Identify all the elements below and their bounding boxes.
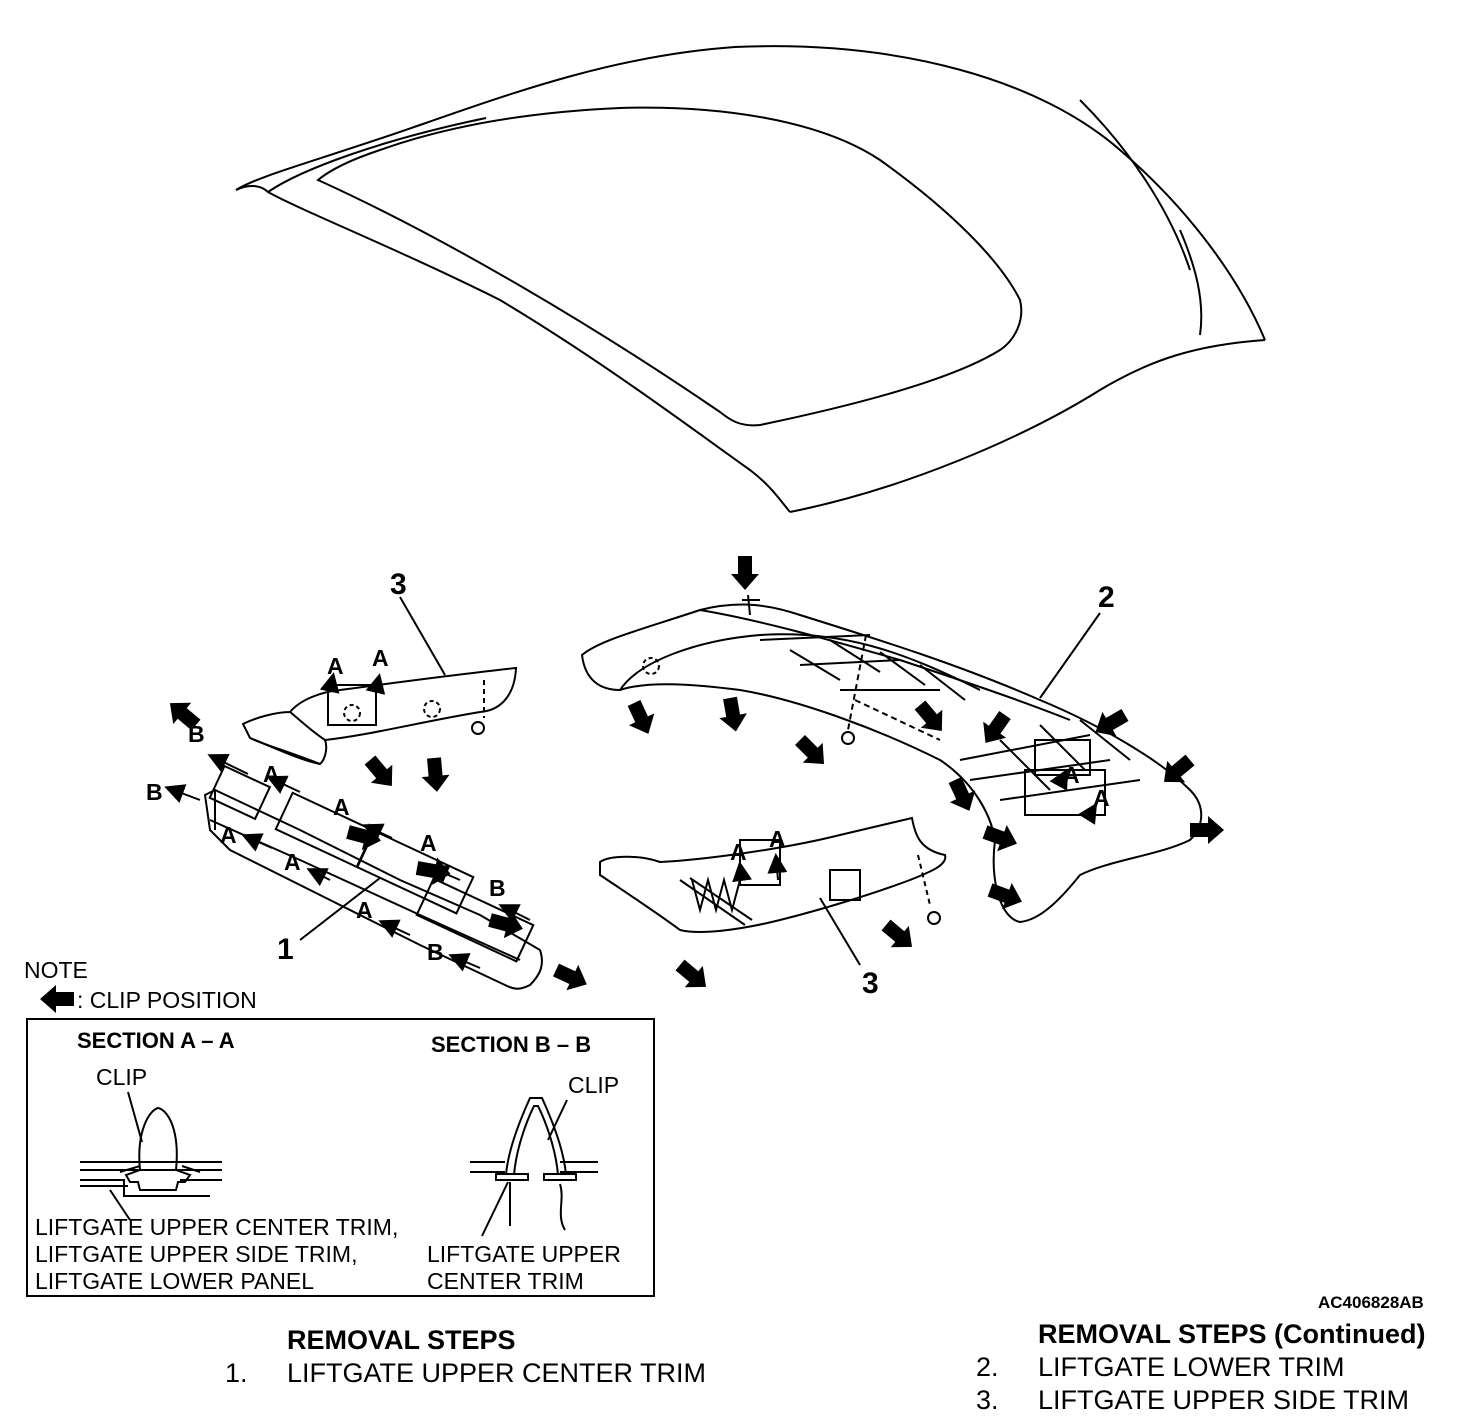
letter-a: A — [327, 653, 344, 679]
clip-aa-drawing — [80, 1091, 222, 1221]
step-number: 3. — [976, 1385, 999, 1415]
note-legend: : CLIP POSITION — [77, 987, 257, 1013]
removal-steps-title: REMOVAL STEPS — [287, 1325, 516, 1355]
section-aa-line-2: LIFTGATE UPPER SIDE TRIM, — [35, 1241, 357, 1267]
section-aa-line-3: LIFTGATE LOWER PANEL — [35, 1268, 314, 1294]
section-box: SECTION A – A CLIP LIFTGATE UPPER CENTER… — [26, 1018, 655, 1297]
lower-trim — [580, 594, 1203, 924]
callout-3: 3 — [390, 568, 407, 601]
removal-step: 1. LIFTGATE UPPER CENTER TRIM — [225, 1357, 706, 1390]
letter-a: A — [356, 897, 373, 923]
letter-b: B — [188, 721, 205, 747]
upper-side-trim-left — [241, 596, 518, 766]
upper-side-trim-right — [599, 816, 947, 966]
note-title: NOTE — [24, 957, 88, 983]
letter-a: A — [372, 645, 389, 671]
step-text: LIFTGATE LOWER TRIM — [1038, 1352, 1345, 1382]
letter-a: A — [263, 761, 280, 787]
letter-a: A — [284, 849, 301, 875]
letter-a: A — [220, 822, 237, 848]
section-letters: A A B B A A A A A A B B A A A A — [146, 645, 1110, 965]
callout-1: 1 — [277, 933, 294, 966]
letter-a: A — [730, 839, 747, 865]
removal-steps: REMOVAL STEPS 1. LIFTGATE UPPER CENTER T… — [225, 1324, 706, 1390]
section-bb-line-2: CENTER TRIM — [427, 1268, 584, 1294]
letter-a: A — [420, 830, 437, 856]
removal-step: 3. LIFTGATE UPPER SIDE TRIM — [976, 1384, 1426, 1417]
clip-arrow-icon — [40, 985, 74, 1013]
section-bb-clip-label: CLIP — [568, 1072, 619, 1098]
removal-step: 2. LIFTGATE LOWER TRIM — [976, 1351, 1426, 1384]
step-text: LIFTGATE UPPER SIDE TRIM — [1038, 1385, 1410, 1415]
callout-3: 3 — [862, 967, 879, 1000]
clip-bb-drawing — [470, 1097, 598, 1237]
callout-2: 2 — [1098, 581, 1115, 614]
letter-a: A — [1063, 762, 1080, 788]
liftgate-door — [235, 45, 1266, 513]
section-aa-clip-label: CLIP — [96, 1064, 147, 1090]
step-number: 1. — [225, 1358, 248, 1388]
section-indicator-arrows — [164, 672, 1098, 972]
removal-steps-continued-title: REMOVAL STEPS (Continued) — [1038, 1319, 1426, 1349]
letter-a: A — [1093, 785, 1110, 811]
callout-numbers: 3 2 1 3 — [277, 568, 1115, 1000]
step-number: 2. — [976, 1352, 999, 1382]
letter-b: B — [146, 779, 163, 805]
letter-b: B — [489, 875, 506, 901]
section-bb-line-1: LIFTGATE UPPER — [427, 1241, 621, 1267]
letter-a: A — [769, 826, 786, 852]
section-bb-title: SECTION B – B — [431, 1032, 591, 1057]
letter-b: B — [427, 939, 444, 965]
removal-steps-continued: REMOVAL STEPS (Continued) 2. LIFTGATE LO… — [976, 1318, 1426, 1417]
figure-code: AC406828AB — [1318, 1293, 1424, 1312]
section-aa-line-1: LIFTGATE UPPER CENTER TRIM, — [35, 1214, 398, 1240]
letter-a: A — [333, 794, 350, 820]
section-aa-title: SECTION A – A — [77, 1028, 235, 1053]
step-text: LIFTGATE UPPER CENTER TRIM — [287, 1358, 707, 1388]
note: NOTE : CLIP POSITION — [24, 957, 257, 1013]
